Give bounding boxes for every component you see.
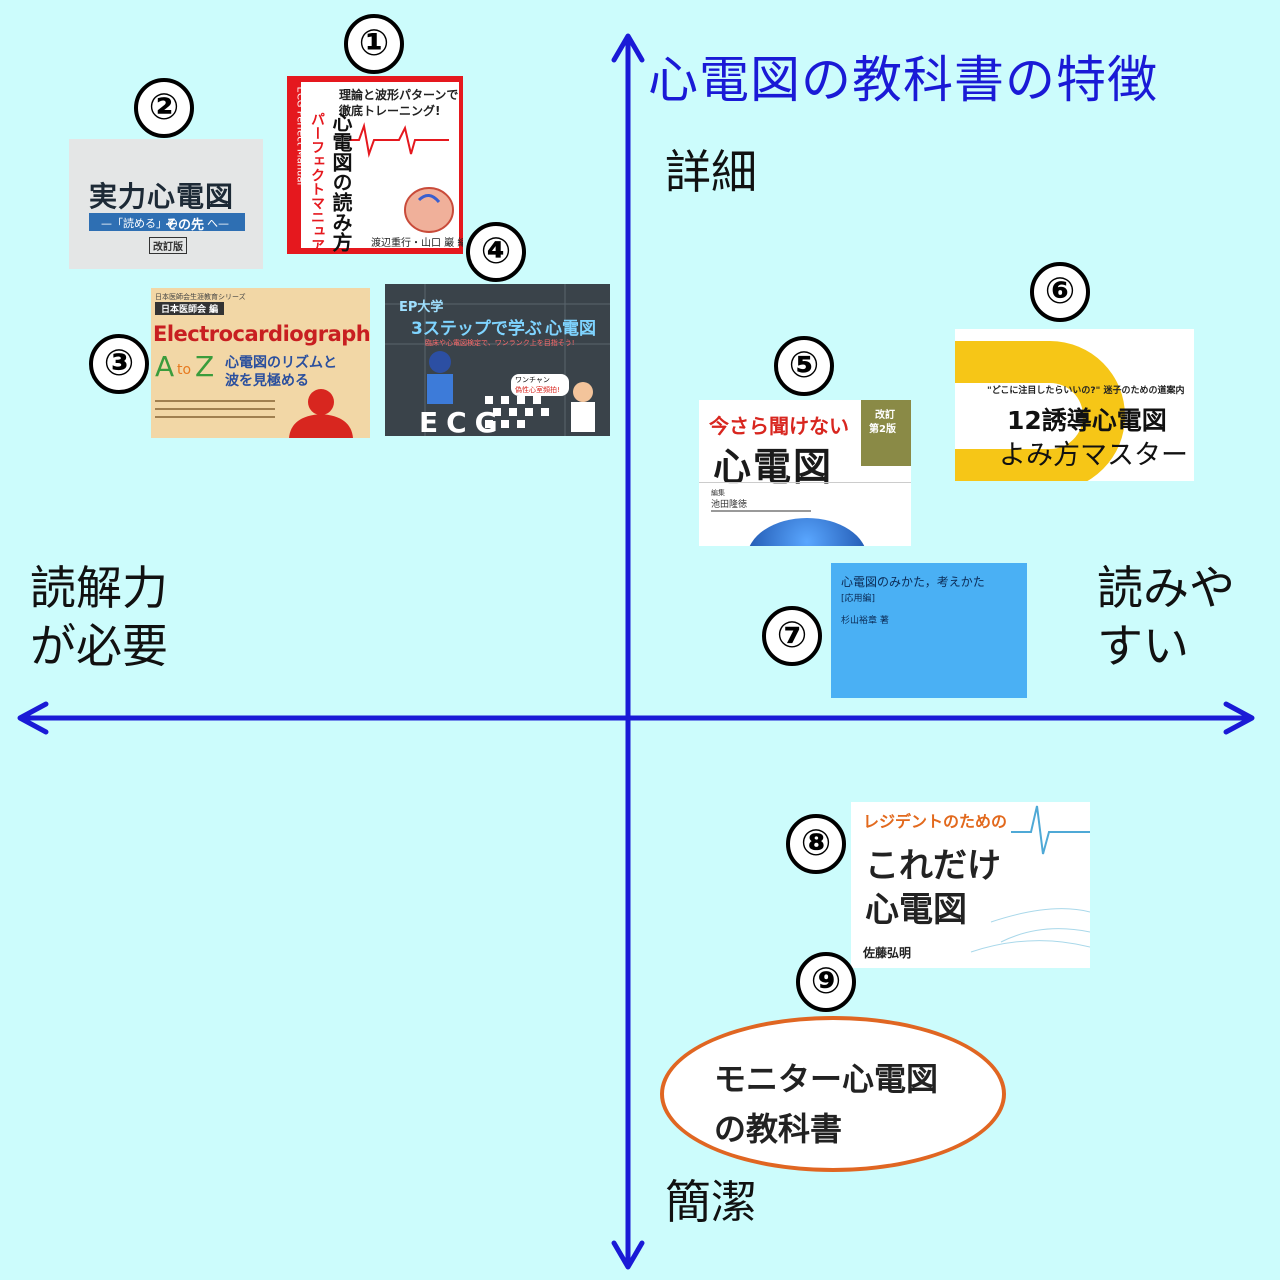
axis-label-right-line2: すい [1097,618,1189,673]
book-8-ecg-illustration [970,805,1090,953]
book-cover-3: 日本医師会生涯教育シリーズ 日本医師会 編 Electrocardiograph… [151,288,370,438]
book-5-edition-tab: 改訂 第2版 [861,400,911,466]
book-6-tagline: "どこに注目したらいいの?" 迷子のための道案内 [987,386,1185,396]
book-2-edition: 改訂版 [149,237,187,254]
book-7-subtitle: [応用編] [841,594,876,604]
book-3-title-z: Z [195,350,215,383]
book-5-divider [699,482,911,483]
arrow-down-icon [611,1240,645,1270]
book-4-bubble-2: 偽性心室頻拍! [515,386,560,394]
book-3-title: Electrocardiography [153,322,370,346]
book-number-7: ⑦ [762,606,822,666]
axis-label-left-line1: 読解力 [30,561,168,615]
book-8-author: 佐藤弘明 [863,946,912,960]
book-4-character-icon [571,382,595,432]
book-2-subtitle-bold: その先 [165,218,205,233]
book-9-label-2: の教科書 [714,1110,843,1148]
book-number-6: ⑥ [1030,262,1090,322]
book-2-subtitle-band: —「読める」の その先 へ— [89,213,245,233]
book-5-title-1: 今さら聞けない [709,414,849,438]
book-4-subtitle: 臨床や心電図検定で、ワンランク上を目指そう! [425,339,575,347]
book-1-heart-illustration [349,122,454,233]
book-cover-8: レジデントのための これだけ 心電図 佐藤弘明 [851,802,1090,968]
book-number-1: ① [344,14,404,74]
book-7-author: 杉山裕章 著 [841,616,889,626]
book-1-subtitle-2: 徹底トレーニング! [339,104,441,118]
diagram-title: 心電図の教科書の特徴 [648,51,1158,109]
book-cover-2: 実力心電図 —「読める」の その先 へ— 改訂版 [69,139,263,269]
book-2-title: 実力心電図 [89,180,235,213]
book-number-9: ⑨ [796,952,856,1012]
axis-label-left: 読解力 が必要 [30,560,168,675]
book-3-subtitle-1: 心電図のリズムと [225,355,337,371]
book-3-credits [155,396,275,426]
book-9-ellipse: モニター心電図 の教科書 [660,1016,1006,1172]
book-cover-4: EP大学 3ステップで学ぶ 心電図 臨床や心電図検定で、ワンランク上を目指そう!… [385,284,610,436]
book-9-label-1: モニター心電図 [714,1060,939,1098]
book-5-title-2: 心電図 [713,445,834,489]
book-number-5: ⑤ [774,336,834,396]
arrow-left-icon [17,701,49,735]
book-4-doctor-icon [427,351,453,404]
book-1-authors: 渡辺重行・山口 巖 編 [371,238,463,249]
book-number-4: ④ [466,222,526,282]
book-number-2: ② [134,78,194,138]
book-6-title-2: よみ方マスター [999,440,1188,471]
book-4-pixel-grid [485,396,549,428]
axis-label-bottom: 簡潔 [665,1175,757,1229]
book-2-subtitle-pre: —「読める」の [101,217,178,230]
book-cover-7: 心電図のみかた，考えかた [応用編] 杉山裕章 著 [831,563,1027,698]
book-3-title-a: A [155,350,175,383]
arrow-up-icon [611,33,645,63]
book-number-3: ③ [89,334,149,394]
book-7-title: 心電図のみかた，考えかた [841,575,985,589]
book-1-subtitle-1: 理論と波形パターンで [339,88,459,102]
book-number-8: ⑧ [786,814,846,874]
book-4-series: EP大学 [399,300,444,315]
book-5-edition-2: 第2版 [869,424,896,435]
book-3-subtitle-2: 波を見極める [225,373,309,389]
axis-label-right-line1: 読みや [1097,561,1235,615]
book-8-title-2: 心電図 [865,890,967,930]
book-8-title-1: これだけ [865,846,1001,886]
book-5-globe-illustration [747,518,867,546]
book-4-grid-letters: ECG [419,406,506,436]
book-1-title-2: パーフェクトマニュアル [309,112,325,254]
book-cover-5: 今さら聞けない 心電図 改訂 第2版 編集 池田隆徳 [699,400,911,546]
book-5-edition-1: 改訂 [875,410,895,421]
book-2-subtitle-post: へ— [207,217,229,230]
axis-label-left-line2: が必要 [30,618,168,673]
book-8-subtitle: レジデントのための [863,812,1008,831]
book-6-big-letter: D [957,349,959,351]
book-4-title-pre: 3ステップで学ぶ [411,319,542,339]
book-3-series: 日本医師会生涯教育シリーズ [155,293,246,301]
axis-label-top: 詳細 [665,145,757,199]
book-6-title-1: 12誘導心電図 [1007,406,1167,435]
book-4-background-lines [385,284,610,436]
book-cover-1: ECG Perfect Manual 理論と波形パターンで 徹底トレーニング! … [287,76,463,254]
book-1-spine: ECG Perfect Manual [294,86,306,186]
book-5-affiliation [711,510,811,512]
book-5-editor-label: 編集 [711,489,725,497]
book-5-editor: 池田隆徳 [711,500,748,510]
book-cover-6: D "どこに注目したらいいの?" 迷子のための道案内 12誘導心電図 よみ方マス… [955,329,1194,481]
book-1-title-1: 心電図の読み方 [329,112,353,252]
book-4-bubble-1: ワンチャン [515,376,550,384]
book-4-title-post: 心電図 [545,319,596,339]
book-3-figure-illustration [289,389,353,438]
arrow-right-icon [1223,701,1255,735]
book-4-speech-bubble: ワンチャン 偽性心室頻拍! [511,374,569,396]
axis-label-right: 読みや すい [1097,560,1235,675]
book-3-publisher: 日本医師会 編 [155,302,225,315]
book-3-title-to: to [177,362,192,378]
